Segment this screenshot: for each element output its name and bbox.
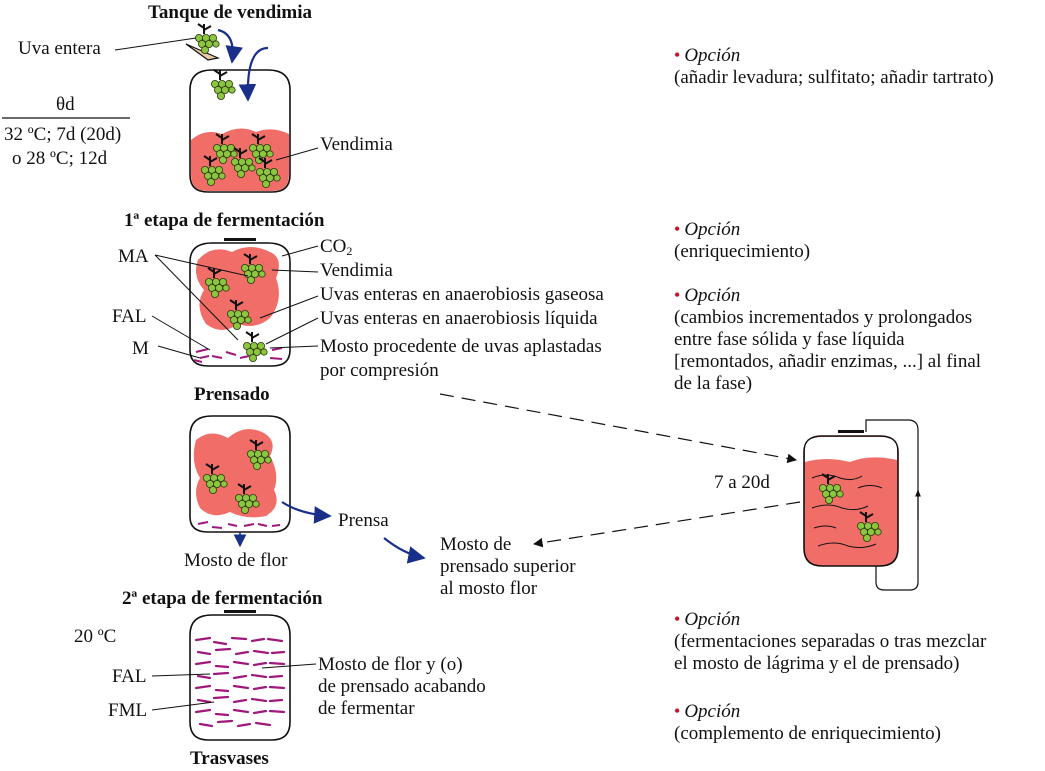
temp-line-2: o 28 ºC; 12d bbox=[12, 148, 108, 169]
lees-etapa2 bbox=[194, 636, 286, 728]
leaders-etapa1 bbox=[151, 245, 319, 359]
tank-etapa1 bbox=[189, 238, 291, 367]
option-3-line-3: [remontados, añadir enzimas, ...] al fin… bbox=[674, 351, 982, 372]
option-4-line-2: el mosto de lágrima y el de prensado) bbox=[674, 653, 960, 674]
label-uva-entera: Uva entera bbox=[18, 38, 101, 59]
title-tanque: Tanque de vendimia bbox=[148, 2, 313, 23]
option-1: •Opción (añadir levadura; sulfitato; aña… bbox=[674, 44, 994, 89]
option-5-title: Opción bbox=[684, 701, 741, 722]
tank-prensado bbox=[189, 415, 291, 533]
tank-side bbox=[803, 430, 899, 567]
label-ma: MA bbox=[118, 246, 149, 267]
label-duration: 7 a 20d bbox=[714, 472, 770, 493]
label-prensa: Prensa bbox=[338, 510, 389, 531]
label-uvas-gaseosa: Uvas enteras en anaerobiosis gaseosa bbox=[320, 284, 604, 305]
co2-subscript: 2 bbox=[346, 244, 353, 258]
label-temp-20: 20 ºC bbox=[74, 626, 117, 647]
arrow-to-prensa bbox=[281, 501, 332, 524]
label-mosto-flor: Mosto de flor bbox=[184, 550, 288, 571]
option-3-line-2: entre fase sólida y fase líquida bbox=[674, 329, 905, 350]
option-2-line-1: (enriquecimiento) bbox=[674, 241, 811, 262]
lees-prensado bbox=[197, 521, 281, 529]
label-fal-2: FAL bbox=[112, 666, 147, 687]
mosto-prensado-line-3: al mosto flor bbox=[440, 578, 538, 599]
leader-vendimia-1 bbox=[275, 147, 319, 161]
label-m: M bbox=[132, 338, 149, 359]
label-mosto-2: por compresión bbox=[320, 360, 439, 381]
title-trasvases: Trasvases bbox=[190, 748, 269, 769]
label-fal-1: FAL bbox=[112, 306, 147, 327]
co2-text: CO bbox=[320, 236, 347, 257]
mosto-etapa2-line-1: Mosto de flor y (o) bbox=[318, 654, 463, 675]
option-4: •Opción (fermentaciones separadas o tras… bbox=[674, 608, 986, 675]
bullet-icon: • bbox=[674, 219, 681, 239]
pulp-prensado bbox=[193, 429, 277, 518]
dashed-from-side-tank bbox=[533, 501, 801, 548]
option-3-line-4: de la fase) bbox=[674, 373, 753, 394]
temp-line-1: 32 ºC; 7d (20d) bbox=[4, 124, 122, 145]
recirculation-loop bbox=[865, 419, 919, 591]
label-vendimia-etapa1: Vendimia bbox=[320, 260, 393, 281]
temp-header: θd bbox=[56, 94, 75, 115]
bullet-icon: • bbox=[674, 609, 681, 629]
leader-uva-entera bbox=[114, 37, 197, 51]
dashed-to-side-tank bbox=[439, 393, 797, 464]
option-2-title: Opción bbox=[684, 219, 741, 240]
bullet-icon: • bbox=[674, 285, 681, 305]
mosto-prensado-line-1: Mosto de bbox=[440, 534, 512, 555]
label-mosto-etapa2: Mosto de flor y (o) de prensado acabando… bbox=[318, 654, 486, 720]
arrow-into-tank bbox=[217, 28, 243, 64]
tank-etapa2 bbox=[189, 610, 291, 741]
mosto-prensado-line-2: prensado superior bbox=[440, 556, 576, 577]
label-uvas-liquida: Uvas enteras en anaerobiosis líquida bbox=[320, 308, 598, 329]
option-5: •Opción (complemento de enriquecimiento) bbox=[674, 700, 941, 745]
option-1-title: Opción bbox=[684, 45, 741, 66]
tank-vendimia bbox=[189, 69, 291, 193]
option-4-title: Opción bbox=[684, 609, 741, 630]
lees-etapa1 bbox=[193, 347, 283, 363]
bullet-icon: • bbox=[674, 701, 681, 721]
option-3: •Opción (cambios incrementados y prolong… bbox=[674, 284, 981, 395]
mosto-etapa2-line-2: de prensado acabando bbox=[318, 676, 486, 697]
arrow-co2-return bbox=[238, 46, 269, 102]
leaders-etapa2 bbox=[151, 663, 317, 711]
label-mosto-prensado: Mosto de prensado superior al mosto flor bbox=[440, 534, 576, 600]
title-etapa1: 1ª etapa de fermentación bbox=[124, 210, 325, 231]
bullet-icon: • bbox=[674, 45, 681, 65]
label-co2: CO2 bbox=[320, 236, 352, 262]
option-4-line-1: (fermentaciones separadas o tras mezclar bbox=[674, 631, 987, 652]
option-3-title: Opción bbox=[684, 285, 741, 306]
label-mosto-1: Mosto procedente de uvas aplastadas bbox=[320, 336, 602, 357]
option-3-line-1: (cambios incrementados y prolongados bbox=[674, 307, 973, 328]
grape-hopper bbox=[185, 23, 221, 61]
option-1-line-1: (añadir levadura; sulfitato; añadir tart… bbox=[674, 67, 994, 88]
arrow-prensa-mosto bbox=[383, 537, 426, 564]
title-etapa2: 2ª etapa de fermentación bbox=[122, 588, 323, 609]
mosto-etapa2-line-3: de fermentar bbox=[318, 698, 415, 719]
option-5-line-1: (complemento de enriquecimiento) bbox=[674, 723, 941, 744]
title-prensado: Prensado bbox=[194, 384, 270, 405]
option-2: •Opción (enriquecimiento) bbox=[674, 218, 810, 263]
label-fml: FML bbox=[108, 700, 148, 721]
label-vendimia-tank: Vendimia bbox=[320, 134, 393, 155]
